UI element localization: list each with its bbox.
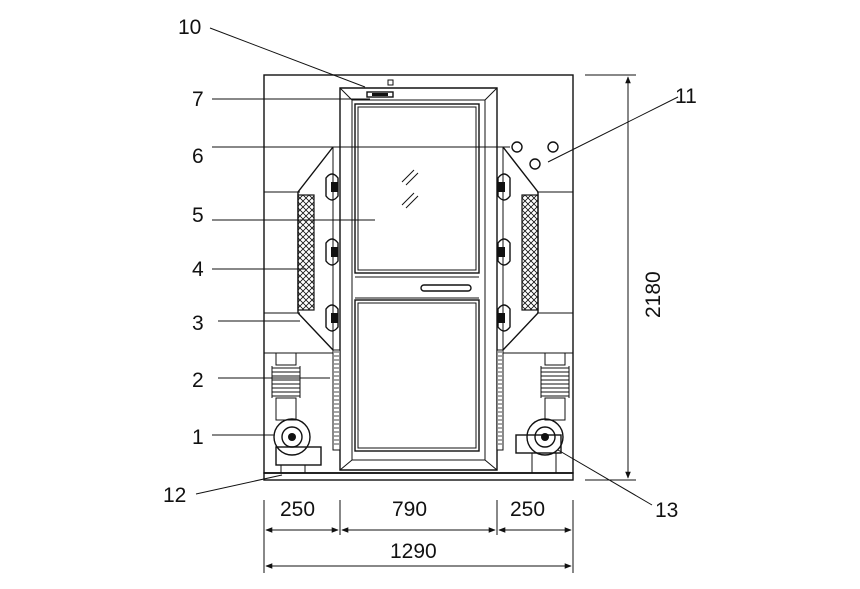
nozzle-left-2 [325, 238, 339, 266]
glass-window [354, 103, 480, 274]
hepa-filter-left [297, 194, 315, 311]
center-width-value: 790 [392, 498, 427, 521]
base-plate [263, 472, 574, 481]
callout-11: 11 [675, 85, 697, 108]
callout-1: 1 [192, 426, 204, 449]
door-handle [355, 276, 479, 299]
door-seal-strips [332, 349, 504, 451]
height-dimension [585, 74, 636, 481]
indicator-lamp [387, 79, 394, 86]
nozzle-right-3 [497, 304, 511, 332]
right-width-value: 250 [510, 498, 545, 521]
cabinet-outline [263, 74, 574, 481]
fan-right [515, 418, 564, 474]
fan-left [273, 418, 322, 474]
callout-4: 4 [192, 258, 204, 281]
callout-7: 7 [192, 88, 204, 111]
callout-6: 6 [192, 145, 204, 168]
control-buttons [511, 141, 559, 170]
nozzle-right-1 [497, 173, 511, 201]
duct-right [540, 352, 570, 421]
callout-3: 3 [192, 312, 204, 335]
nozzle-left-3 [325, 304, 339, 332]
duct-left [271, 352, 301, 421]
door-frame [339, 87, 498, 471]
nozzle-set [325, 173, 511, 332]
lower-door-panel [354, 299, 480, 452]
callout-5: 5 [192, 204, 204, 227]
leader-lines [195, 27, 679, 506]
callout-12: 12 [163, 484, 186, 507]
height-value: 2180 [642, 271, 665, 318]
left-width-value: 250 [280, 498, 315, 521]
callout-10: 10 [178, 16, 201, 39]
hepa-filter-right [521, 194, 539, 311]
nozzle-left-1 [325, 173, 339, 201]
nozzle-right-2 [497, 238, 511, 266]
width-dimensions [263, 500, 574, 573]
callout-13: 13 [655, 499, 678, 522]
door-interlock-sensor [366, 91, 394, 98]
total-width-value: 1290 [390, 540, 437, 563]
callout-2: 2 [192, 369, 204, 392]
